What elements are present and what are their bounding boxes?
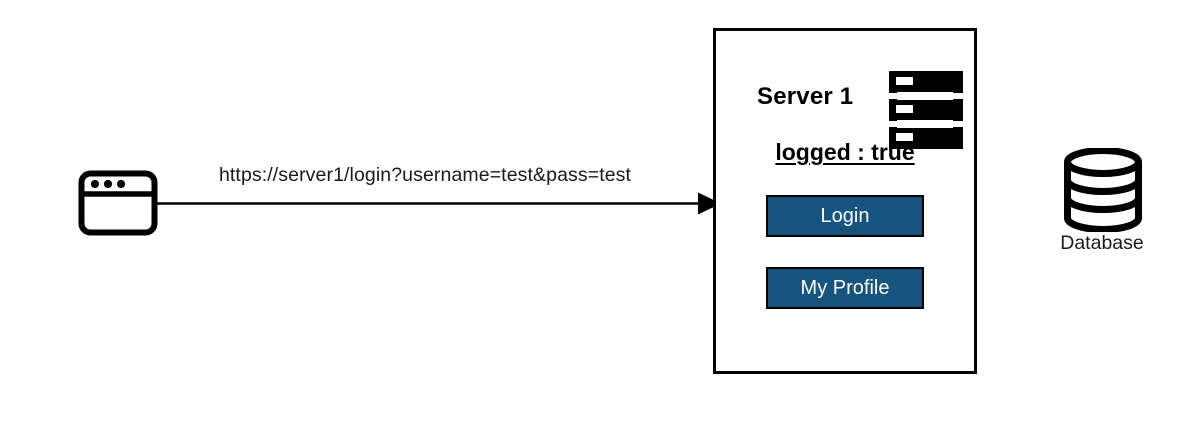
request-arrow (155, 186, 721, 222)
database-cylinder-icon (1062, 147, 1144, 233)
database-node: Database (1036, 147, 1168, 260)
server-status-text: logged : true (775, 139, 915, 165)
server-container: Server 1 logged : true Login My Profile (713, 28, 977, 374)
login-button[interactable]: Login (766, 195, 924, 237)
server-header: Server 1 (716, 53, 974, 149)
server-title: Server 1 (757, 83, 854, 110)
request-url-label: https://server1/login?username=test&pass… (218, 164, 632, 186)
browser-window-icon (78, 170, 158, 236)
my-profile-button[interactable]: My Profile (766, 267, 924, 309)
server-rack-icon (889, 71, 963, 149)
database-label: Database (1060, 232, 1144, 254)
